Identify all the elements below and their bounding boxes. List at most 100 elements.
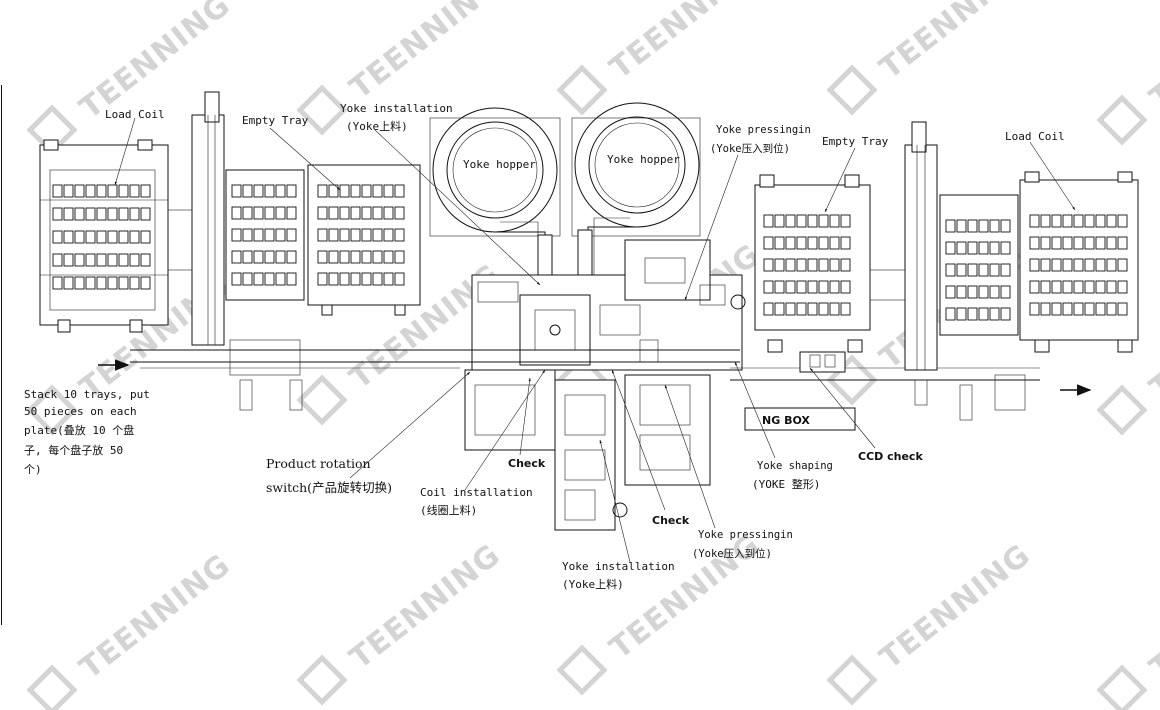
- tray-slot: [140, 184, 151, 198]
- tray-slot: [1000, 263, 1011, 277]
- tray-slot: [829, 258, 840, 272]
- tray-slot: [796, 214, 807, 228]
- label-check-left: Check: [508, 457, 546, 470]
- tray-slot-grid: [52, 184, 151, 290]
- tray-slot: [763, 280, 774, 294]
- tray-slot: [339, 228, 350, 242]
- tray-slot: [339, 206, 350, 220]
- tray-slot: [129, 207, 140, 221]
- tray-slot: [967, 285, 978, 299]
- tray-slot: [264, 206, 275, 220]
- tray-slot: [52, 276, 63, 290]
- label-ccd-check: CCD check: [858, 450, 923, 463]
- tray-slot: [1000, 219, 1011, 233]
- tray-slot: [328, 228, 339, 242]
- tray-slot: [774, 258, 785, 272]
- tray-slot: [989, 263, 1000, 277]
- tray-slot: [1095, 302, 1106, 316]
- tray-slot: [317, 184, 328, 198]
- watermark-text: TEENNING: [343, 538, 507, 677]
- tray-slot: [372, 250, 383, 264]
- tray-slot: [1117, 214, 1128, 228]
- watermark-text: TEENNING: [603, 0, 767, 86]
- tray-slot: [1117, 302, 1128, 316]
- tray-slot: [818, 214, 829, 228]
- tray-slot: [328, 206, 339, 220]
- tray-slot: [967, 219, 978, 233]
- label-check-mid: Check: [652, 514, 690, 527]
- label-load-coil-left: Load Coil: [105, 108, 165, 121]
- tray-slot: [242, 272, 253, 286]
- tray-slot: [85, 253, 96, 267]
- watermark-logo: [26, 384, 78, 436]
- tray-slot: [818, 280, 829, 294]
- tray-slot: [339, 184, 350, 198]
- tray-slot: [840, 214, 851, 228]
- tray-slot: [967, 263, 978, 277]
- tray-slot: [394, 184, 405, 198]
- stack-note-line-1: Stack 10 trays, put: [24, 388, 150, 401]
- tray-slot: [264, 184, 275, 198]
- tray-slot: [774, 280, 785, 294]
- tray-slot: [372, 206, 383, 220]
- tray-slot: [763, 302, 774, 316]
- tray-slot: [286, 184, 297, 198]
- tray-slot: [52, 207, 63, 221]
- tray-slot: [1106, 214, 1117, 228]
- tray-slot: [1073, 302, 1084, 316]
- tray-slot: [956, 307, 967, 321]
- tray-slot: [989, 307, 1000, 321]
- tray-slot: [253, 250, 264, 264]
- tray-slot: [275, 206, 286, 220]
- tray-slot: [339, 250, 350, 264]
- tray-slot: [129, 184, 140, 198]
- tray-slot: [1084, 280, 1095, 294]
- watermark-text: TEENNING: [1143, 268, 1160, 407]
- tray-slot: [1117, 236, 1128, 250]
- tray-slot: [264, 272, 275, 286]
- tray-slot: [253, 184, 264, 198]
- tray-slot: [361, 250, 372, 264]
- tray-slot: [1106, 236, 1117, 250]
- label-yoke-pressing-top: Yoke pressingin: [716, 124, 811, 136]
- right-empty-tray-station: [754, 174, 871, 353]
- tray-slot: [140, 207, 151, 221]
- tray-slot: [107, 253, 118, 267]
- tray-slot: [361, 184, 372, 198]
- tray-slot: [52, 253, 63, 267]
- tray-slot: [118, 207, 129, 221]
- tray-slot: [1051, 236, 1062, 250]
- watermark-logo: [826, 654, 878, 706]
- tray-slot: [829, 280, 840, 294]
- tray-slot: [96, 276, 107, 290]
- tray-slot: [74, 184, 85, 198]
- tray-slot: [763, 258, 774, 272]
- tray-slot: [372, 272, 383, 286]
- tray-slot: [129, 253, 140, 267]
- tray-slot: [840, 236, 851, 250]
- tray-slot: [1106, 258, 1117, 272]
- tray-slot: [85, 207, 96, 221]
- tray-slot: [242, 228, 253, 242]
- tray-slot: [350, 184, 361, 198]
- watermark-logo: [826, 64, 878, 116]
- tray-slot: [807, 236, 818, 250]
- tray-slot: [785, 302, 796, 316]
- tray-slot: [275, 184, 286, 198]
- tray-slot: [1040, 236, 1051, 250]
- tray-slot: [129, 230, 140, 244]
- tray-slot: [1062, 302, 1073, 316]
- tray-slot: [1051, 280, 1062, 294]
- tray-slot: [242, 206, 253, 220]
- tray-slot: [317, 250, 328, 264]
- tray-slot: [63, 276, 74, 290]
- tray-slot: [1029, 302, 1040, 316]
- tray-slot: [989, 241, 1000, 255]
- watermark-logo: [1096, 664, 1148, 710]
- tray-slot: [74, 230, 85, 244]
- tray-slot: [1062, 258, 1073, 272]
- tray-slot: [275, 228, 286, 242]
- tray-slot: [85, 276, 96, 290]
- tray-slot: [118, 253, 129, 267]
- tray-slot-grid: [1029, 214, 1128, 316]
